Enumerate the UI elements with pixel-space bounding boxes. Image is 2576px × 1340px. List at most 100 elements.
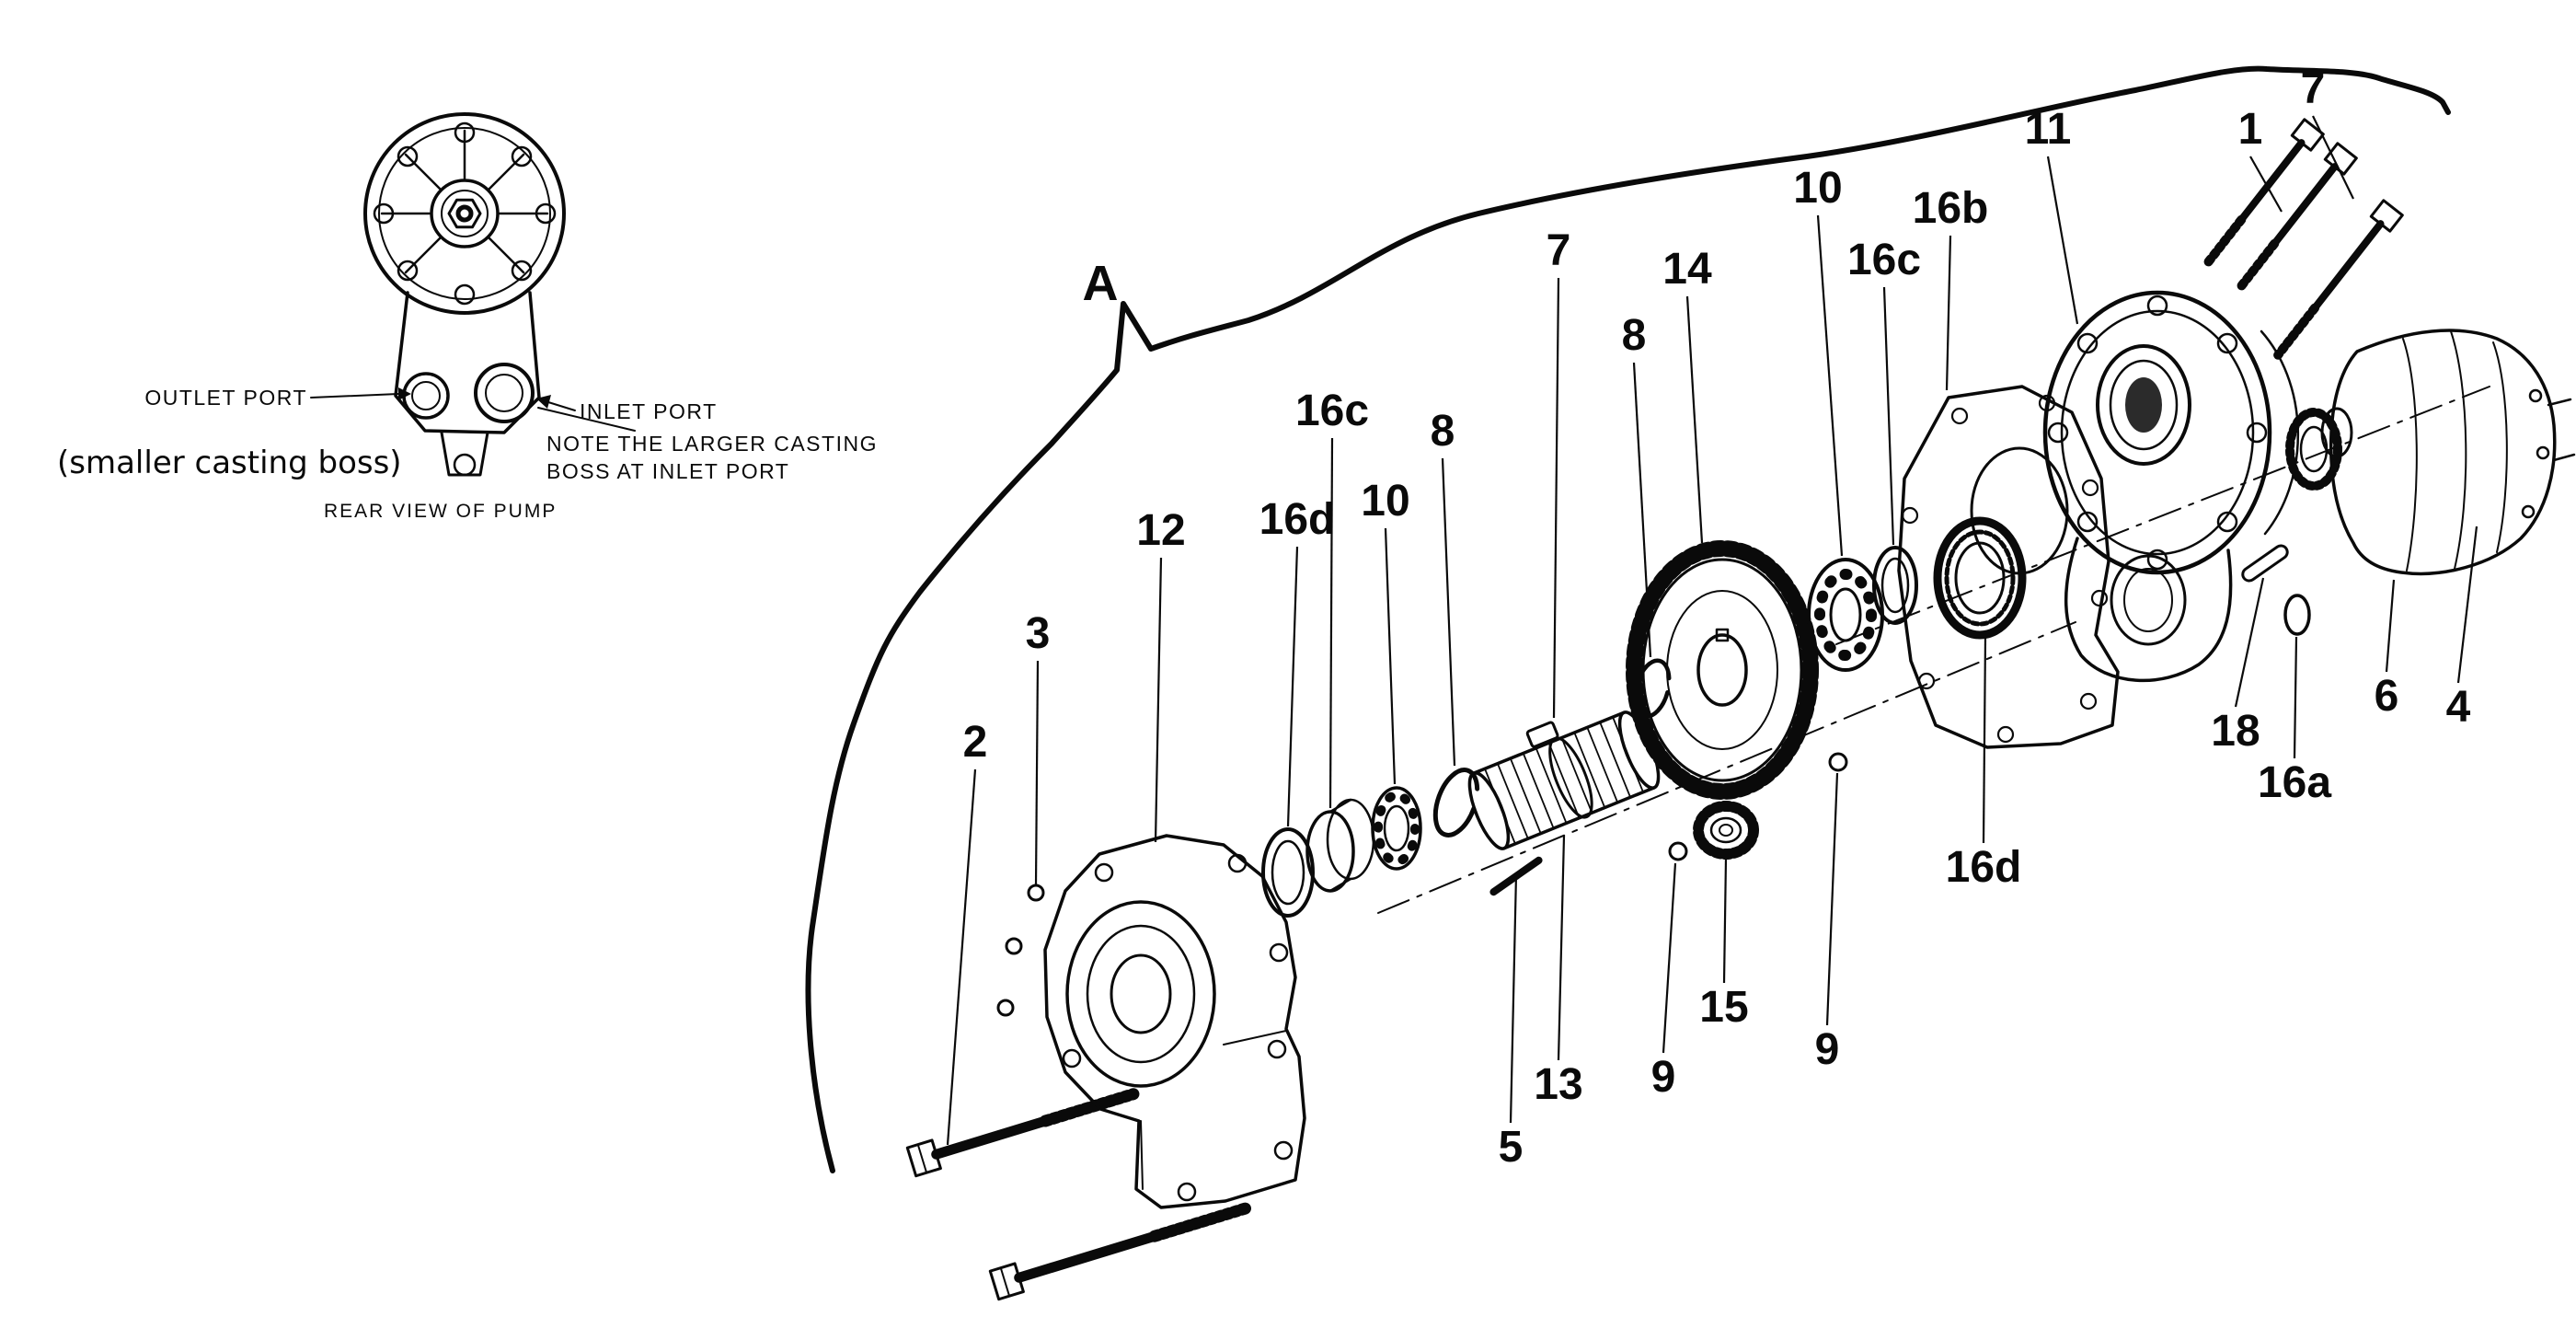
gasket-bolt-holes bbox=[1901, 394, 2109, 744]
callout-label-2: 2 bbox=[963, 718, 988, 767]
callout-4: 4 bbox=[2446, 526, 2478, 732]
callout-16a: 16a bbox=[2258, 636, 2331, 807]
mounting-bolt-part bbox=[905, 1088, 1140, 1178]
boundary-curve bbox=[805, 65, 2451, 1173]
ring-16a-part bbox=[2283, 594, 2311, 636]
rear-view-label: REAR VIEW OF PUMP bbox=[324, 501, 557, 522]
rear-body-shaft-end bbox=[2320, 407, 2353, 458]
bearing-collar-10-part bbox=[1371, 786, 1422, 871]
callout-label-8: 8 bbox=[1622, 311, 1647, 360]
outlet-leader bbox=[310, 393, 399, 399]
callout-11: 11 bbox=[2025, 105, 2079, 325]
callout-1: 1 bbox=[2238, 105, 2283, 213]
seal-ring-16d-part bbox=[1261, 827, 1315, 918]
callout-16c: 16c bbox=[1295, 387, 1369, 809]
callout-label-7: 7 bbox=[1547, 226, 1571, 275]
outlet-port bbox=[402, 372, 450, 420]
housing-lower-lobe bbox=[2064, 537, 2233, 683]
gasket-plate-part bbox=[1897, 385, 2120, 749]
callout-label-9: 9 bbox=[1651, 1053, 1676, 1102]
inset-flange bbox=[394, 291, 541, 434]
coupling-collar bbox=[1548, 736, 1593, 819]
callout-label-14: 14 bbox=[1662, 245, 1712, 294]
rear-body-studs bbox=[2521, 388, 2576, 519]
callout-8: 8 bbox=[1431, 407, 1456, 767]
inset-bolt-holes bbox=[373, 121, 557, 306]
callout-9: 9 bbox=[1815, 772, 1840, 1074]
callout-12: 12 bbox=[1136, 506, 1186, 843]
detent-ball-part bbox=[1828, 752, 1848, 772]
callout-16b: 16b bbox=[1913, 184, 1989, 391]
gear-bore bbox=[1696, 633, 1748, 707]
section-label-a: A bbox=[1083, 256, 1119, 311]
note-line-2: BOSS AT INLET PORT bbox=[546, 459, 789, 483]
callout-label-10: 10 bbox=[1793, 164, 1842, 213]
callout-label-16d: 16d bbox=[1259, 495, 1336, 544]
callout-16d: 16d bbox=[1259, 495, 1336, 827]
callout-label-13: 13 bbox=[1534, 1060, 1582, 1109]
spline-lines bbox=[1484, 716, 1644, 845]
callout-13: 13 bbox=[1534, 835, 1583, 1109]
cover-boss bbox=[1065, 900, 1216, 1088]
inlet-arrow-icon bbox=[536, 395, 551, 409]
callout-label-9: 9 bbox=[1815, 1025, 1840, 1074]
callout-18: 18 bbox=[2211, 577, 2265, 756]
callout-14: 14 bbox=[1662, 245, 1712, 544]
callout-label-12: 12 bbox=[1136, 506, 1185, 555]
casting-boss-caption: (smaller casting boss) bbox=[57, 445, 402, 481]
oil-seal-16d-part bbox=[1933, 516, 2027, 640]
front-cover-part bbox=[1043, 834, 1306, 1209]
rear-view-inset bbox=[310, 112, 636, 477]
callout-label-6: 6 bbox=[2375, 672, 2399, 721]
callout-label-5: 5 bbox=[1499, 1123, 1524, 1172]
ring-16c-part bbox=[1872, 546, 1918, 625]
callout-label-16a: 16a bbox=[2258, 758, 2331, 807]
coupling-key bbox=[1525, 721, 1559, 748]
callout-label-18: 18 bbox=[2211, 707, 2260, 756]
callout-10: 10 bbox=[1361, 477, 1410, 785]
callout-label-16d: 16d bbox=[1946, 843, 2022, 892]
callout-16c: 16c bbox=[1847, 236, 1921, 546]
callout-9: 9 bbox=[1651, 862, 1677, 1102]
callout-2: 2 bbox=[946, 718, 988, 1146]
callout-label-3: 3 bbox=[1026, 609, 1051, 658]
inlet-leader bbox=[547, 401, 576, 411]
outlet-arrow-icon bbox=[398, 387, 411, 400]
small-screw-part bbox=[996, 884, 1045, 1017]
callout-16d: 16d bbox=[1946, 636, 2022, 892]
collar-16c-part bbox=[1305, 798, 1375, 893]
outlet-port-label: OUTLET PORT bbox=[144, 386, 307, 410]
callout-label-16c: 16c bbox=[1295, 387, 1369, 435]
callout-label-8: 8 bbox=[1431, 407, 1455, 456]
through-bolt-part bbox=[2236, 142, 2358, 292]
gear-hub-part bbox=[1693, 801, 1759, 860]
callout-label-10: 10 bbox=[1361, 477, 1409, 526]
callout-3: 3 bbox=[1026, 609, 1051, 886]
detent-ball-part bbox=[1668, 841, 1688, 861]
callout-6: 6 bbox=[2375, 579, 2399, 721]
callout-10: 10 bbox=[1793, 164, 1844, 557]
inlet-port-label: INLET PORT bbox=[580, 399, 718, 423]
inset-hub-hex bbox=[447, 198, 482, 229]
callout-label-16b: 16b bbox=[1913, 184, 1989, 233]
callout-15: 15 bbox=[1699, 857, 1749, 1032]
mounting-bolt-part bbox=[988, 1201, 1256, 1301]
housing-bore bbox=[2096, 344, 2191, 466]
callout-label-11: 11 bbox=[2025, 105, 2072, 154]
callout-label-15: 15 bbox=[1699, 983, 1748, 1032]
inset-spokes bbox=[380, 129, 549, 274]
through-bolt-part bbox=[2202, 118, 2325, 268]
cover-bolt-holes bbox=[1062, 853, 1294, 1202]
through-bolt-part bbox=[2273, 199, 2404, 360]
inlet-port bbox=[474, 363, 535, 423]
callout-label-7: 7 bbox=[2301, 64, 2326, 113]
rear-body-part bbox=[2320, 329, 2576, 576]
callout-label-4: 4 bbox=[2446, 683, 2471, 732]
housing-bolt-holes bbox=[2047, 295, 2268, 571]
callout-5: 5 bbox=[1499, 873, 1524, 1172]
gear-keyway bbox=[1715, 628, 1730, 642]
drive-gear-part bbox=[1626, 540, 1819, 800]
snap-ring-8-part bbox=[1432, 768, 1480, 838]
